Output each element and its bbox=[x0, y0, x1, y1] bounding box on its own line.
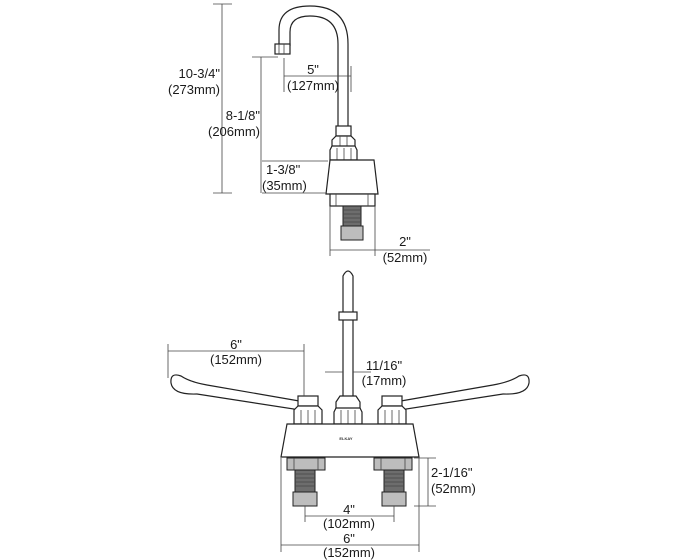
overall-height-imperial: 10-3/4" bbox=[179, 66, 221, 81]
side-spout bbox=[274, 5, 349, 128]
dim-spout-height: 8-1/8" (206mm) bbox=[208, 56, 278, 193]
front-spout bbox=[338, 270, 358, 396]
side-view: 10-3/4" (273mm) 8-1/8" (206mm) 1-3/8" (3… bbox=[168, 3, 430, 265]
front-shank-metric: (52mm) bbox=[431, 481, 476, 496]
side-shank-imperial: 2" bbox=[399, 234, 411, 249]
base-height-metric: (35mm) bbox=[262, 178, 307, 193]
dim-base-height: 1-3/8" (35mm) bbox=[262, 160, 328, 194]
dim-base-width: 6" (152mm) bbox=[280, 458, 420, 560]
handle-length-imperial: 6" bbox=[230, 337, 242, 352]
dim-handle-length: 6" (152mm) bbox=[167, 337, 305, 396]
dim-spout-reach: 5" (127mm) bbox=[283, 58, 352, 93]
spout-diameter-imperial: 11/16" bbox=[366, 358, 403, 373]
dim-side-shank: 2" (52mm) bbox=[329, 206, 430, 265]
front-left-shank bbox=[286, 457, 326, 507]
front-right-handle bbox=[377, 374, 530, 425]
dim-front-shank: 2-1/16" (52mm) bbox=[414, 457, 476, 507]
base-width-metric: (152mm) bbox=[323, 545, 375, 560]
brand-mark: ELKAY bbox=[339, 436, 353, 441]
front-spout-collar bbox=[333, 395, 363, 425]
front-left-handle bbox=[170, 374, 323, 425]
dim-spout-diameter: 11/16" (17mm) bbox=[325, 358, 406, 388]
dim-center-spacing: 4" (102mm) bbox=[304, 502, 395, 531]
handle-length-metric: (152mm) bbox=[210, 352, 262, 367]
front-view: ELKAY bbox=[167, 270, 530, 560]
side-shank-metric: (52mm) bbox=[383, 250, 428, 265]
side-spout-collar bbox=[329, 125, 358, 161]
overall-height-metric: (273mm) bbox=[168, 82, 220, 97]
dim-overall-height: 10-3/4" (273mm) bbox=[168, 3, 232, 194]
spout-reach-metric: (127mm) bbox=[287, 78, 339, 93]
spout-reach-imperial: 5" bbox=[307, 62, 319, 77]
front-base: ELKAY bbox=[280, 423, 420, 458]
front-right-shank bbox=[373, 457, 413, 507]
front-shank-imperial: 2-1/16" bbox=[431, 465, 473, 480]
spout-height-metric: (206mm) bbox=[208, 124, 260, 139]
base-height-imperial: 1-3/8" bbox=[266, 162, 301, 177]
spout-height-imperial: 8-1/8" bbox=[226, 108, 261, 123]
center-spacing-metric: (102mm) bbox=[323, 516, 375, 531]
side-base bbox=[325, 159, 379, 207]
center-spacing-imperial: 4" bbox=[343, 502, 355, 517]
side-shank bbox=[340, 205, 364, 241]
base-width-imperial: 6" bbox=[343, 531, 355, 546]
spout-diameter-metric: (17mm) bbox=[362, 373, 407, 388]
